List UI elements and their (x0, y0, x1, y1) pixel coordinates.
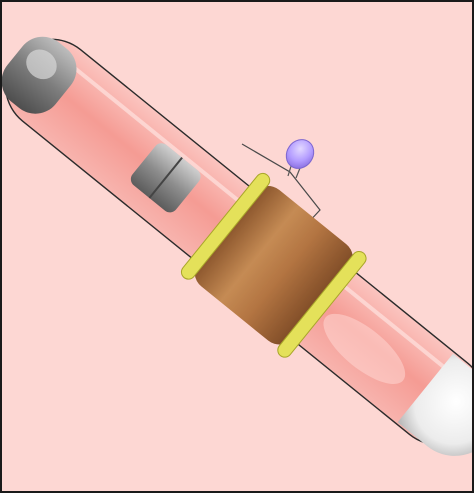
test-tube (2, 4, 474, 490)
led-bulb (281, 134, 320, 173)
led-lead-right (296, 168, 300, 178)
